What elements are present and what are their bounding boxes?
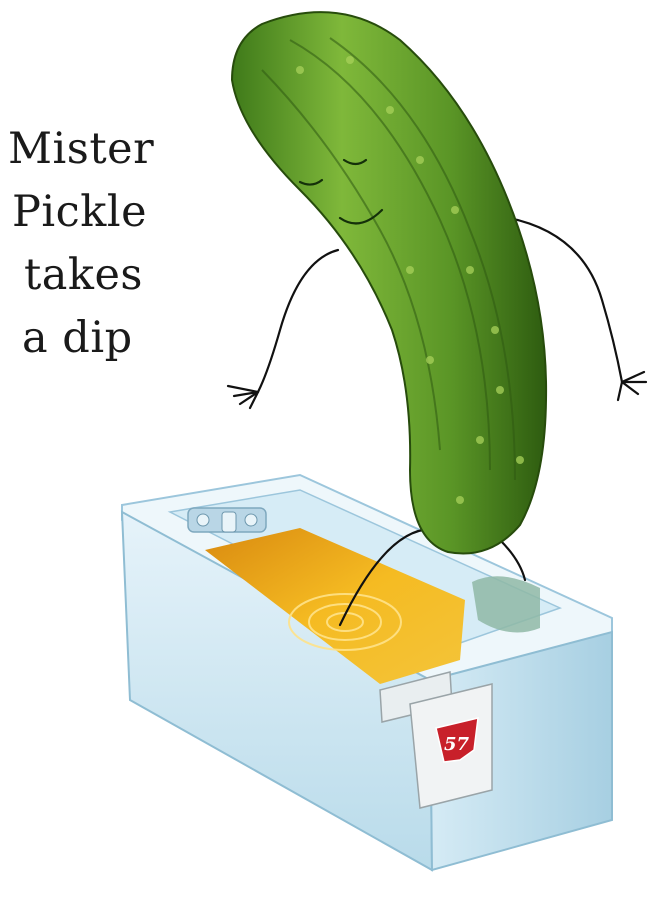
pickle-bumps — [296, 56, 524, 504]
bathtub: 57 — [120, 473, 613, 872]
ad-headline: Mister Pickle takes a dip — [8, 118, 208, 370]
faucet[interactable] — [187, 507, 267, 533]
smile — [338, 208, 384, 225]
headline-line-1: Mister — [8, 124, 155, 174]
pickle-brine — [205, 528, 465, 684]
pickle-arms — [226, 213, 648, 410]
pickle-face — [298, 158, 384, 225]
left-closed-eye — [298, 178, 324, 186]
jar-label-tag: 57 — [379, 671, 493, 809]
headline-line-3: takes — [24, 250, 143, 300]
label-number: 57 — [444, 734, 470, 755]
headline-line-4: a dip — [22, 313, 133, 363]
right-closed-eye — [342, 158, 368, 166]
soap-dish — [472, 576, 540, 633]
keystone-emblem — [435, 717, 479, 763]
pickle-character — [230, 11, 548, 555]
pickle-body — [230, 11, 548, 555]
pickle-ridges — [261, 37, 516, 481]
headline-line-2: Pickle — [12, 187, 148, 237]
ripples — [288, 593, 402, 651]
